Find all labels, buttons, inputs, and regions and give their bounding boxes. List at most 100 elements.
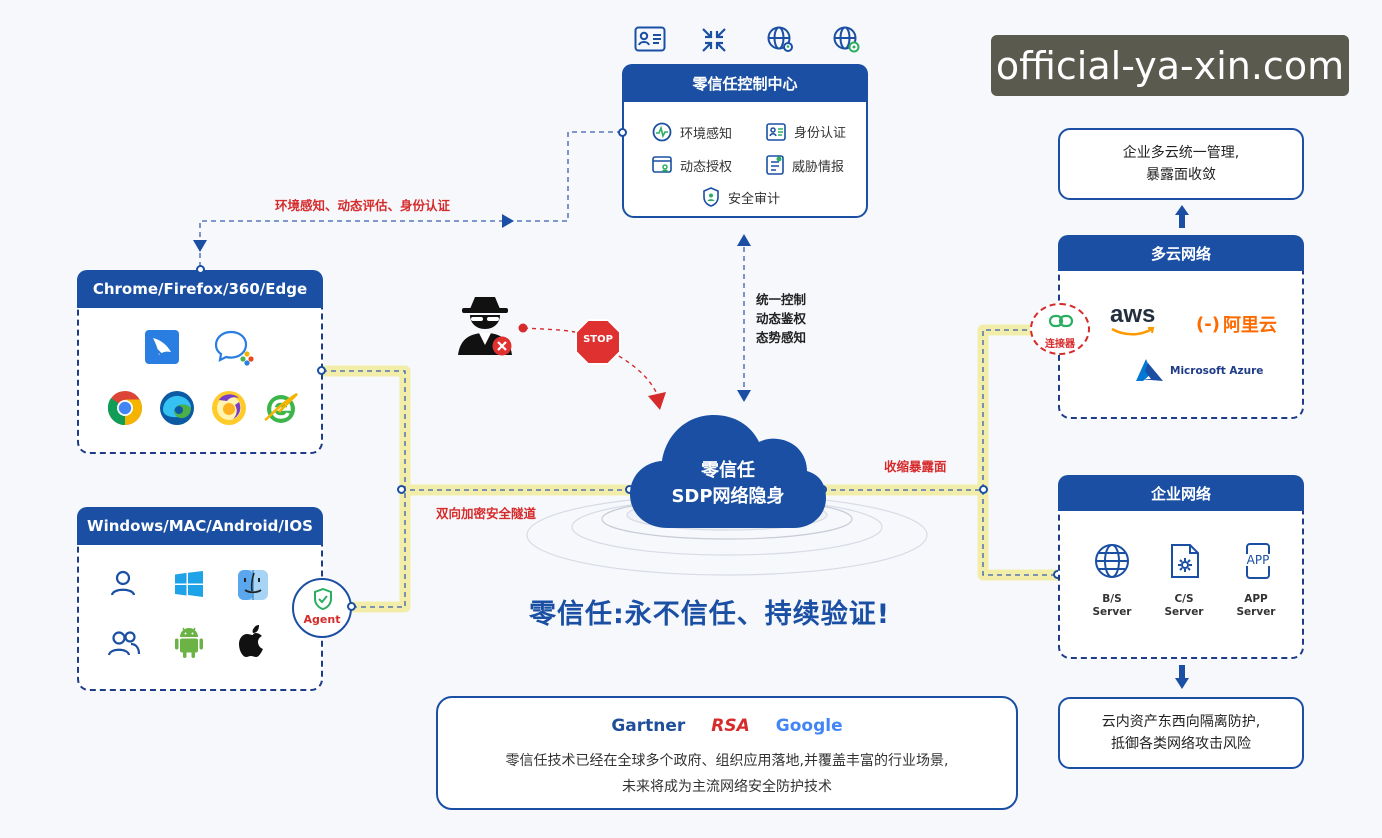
center-flow-label-1: 统一控制 — [756, 292, 807, 307]
agent-label: Agent — [303, 613, 341, 626]
gartner-logo: Gartner — [611, 716, 686, 736]
headline: 零信任:永不信任、持续验证! — [529, 599, 891, 630]
control-item-authorize: 动态授权 — [652, 155, 732, 175]
block-x-icon — [492, 336, 512, 356]
bottom-text-line1: 零信任技术已经在全球多个政府、组织应用落地,并覆盖丰富的行业场景, — [505, 753, 949, 769]
multicloud-summary-line1: 企业多云统一管理, — [1122, 145, 1240, 161]
control-item-label: 身份认证 — [794, 126, 847, 141]
control-item-label: 动态授权 — [680, 159, 733, 175]
id-card-icon — [766, 122, 786, 141]
azure-logo: Microsoft Azure — [1134, 359, 1263, 383]
bottom-info-box: Gartner RSA Google 零信任技术已经在全球多个政府、组织应用落地… — [436, 696, 1018, 810]
google-logo: Google — [775, 716, 843, 736]
android-icon — [173, 625, 205, 659]
os-panel-title: Windows/MAC/Android/IOS — [77, 507, 323, 545]
control-center-panel: 零信任控制中心 环境感知 身份认证 动态授权 威胁情报 安全审计 — [622, 64, 868, 218]
chat-app-icon — [213, 328, 257, 366]
control-center-title: 零信任控制中心 — [622, 64, 868, 102]
rsa-logo: RSA — [711, 716, 750, 736]
connector-node — [347, 602, 356, 611]
connector-node — [979, 485, 988, 494]
cloud-line2: SDP网络隐身 — [671, 486, 785, 507]
connector-node — [618, 128, 627, 137]
top-icons-row — [630, 22, 860, 56]
id-card-icon — [634, 26, 666, 52]
windows-icon — [175, 571, 203, 597]
server-name: C/S — [1174, 593, 1194, 605]
window-user-icon — [652, 155, 672, 175]
azure-icon — [1134, 359, 1164, 383]
shield-check-icon — [313, 588, 333, 610]
shield-user-icon — [702, 187, 720, 207]
aws-logo-text: aws — [1110, 301, 1156, 328]
svg-text:APP: APP — [1247, 553, 1270, 567]
feishu-icon — [145, 330, 179, 364]
control-item-audit: 安全审计 — [702, 187, 780, 207]
control-item-label: 安全审计 — [728, 191, 781, 207]
aliyun-bracket-icon: (-) — [1196, 313, 1220, 335]
os-panel: Windows/MAC/Android/IOS — [77, 507, 323, 691]
chrome-icon — [107, 390, 143, 426]
browser-panel-title: Chrome/Firefox/360/Edge — [77, 270, 323, 308]
sdp-cloud: 零信任 SDP网络隐身 — [628, 412, 828, 530]
partner-logos: Gartner RSA Google — [438, 716, 1016, 736]
server-app: APP Server — [1226, 593, 1286, 619]
connector-badge: 连接器 — [1030, 303, 1090, 355]
stop-sign: STOP — [575, 319, 621, 365]
browser-panel: Chrome/Firefox/360/Edge — [77, 270, 323, 454]
connector-node — [317, 366, 326, 375]
enterprise-summary-line1: 云内资产东西向隔离防护, — [1101, 714, 1261, 730]
settings-file-icon — [1170, 543, 1200, 579]
multicloud-title: 多云网络 — [1058, 235, 1304, 271]
control-item-threat: 威胁情报 — [766, 155, 844, 175]
link-icon — [1049, 313, 1073, 329]
pulse-icon — [652, 122, 672, 142]
edge-icon — [159, 390, 195, 426]
aws-logo: aws — [1110, 301, 1156, 336]
aliyun-logo: (-) 阿里云 — [1196, 311, 1277, 337]
apple-icon — [239, 625, 267, 657]
compress-arrows-icon — [700, 26, 728, 54]
multicloud-summary-line2: 暴露面收敛 — [1146, 167, 1216, 183]
azure-logo-text: Microsoft Azure — [1170, 365, 1264, 377]
globe-location-icon — [766, 25, 796, 55]
center-flow-label-3: 态势感知 — [756, 330, 807, 345]
globe-icon — [1094, 543, 1130, 579]
arrowheads — [193, 205, 1189, 689]
globe-settings-icon — [832, 25, 862, 55]
server-type: Server — [1092, 606, 1132, 618]
app-phone-icon: APP — [1240, 543, 1276, 579]
enterprise-summary-line2: 抵御各类网络攻击风险 — [1111, 736, 1251, 752]
shrink-label: 收缩暴露面 — [884, 459, 947, 474]
watermark: official-ya-xin.com — [991, 35, 1349, 96]
connector-label: 连接器 — [1045, 339, 1075, 350]
server-cs: C/S Server — [1154, 593, 1214, 619]
tunnel-label: 双向加密安全隧道 — [436, 506, 537, 521]
firefox-icon — [211, 390, 247, 426]
control-item-label: 威胁情报 — [792, 159, 845, 175]
control-item-label: 环境感知 — [680, 126, 733, 142]
server-type: Server — [1236, 606, 1276, 618]
stop-label: STOP — [583, 334, 613, 345]
agent-badge: Agent — [292, 578, 352, 638]
control-item-identity: 身份认证 — [766, 122, 846, 141]
multicloud-summary-box: 企业多云统一管理, 暴露面收敛 — [1058, 128, 1304, 200]
enterprise-summary-box: 云内资产东西向隔离防护, 抵御各类网络攻击风险 — [1058, 697, 1304, 769]
server-name: APP — [1244, 593, 1268, 605]
top-flow-label: 环境感知、动态评估、身份认证 — [275, 198, 451, 213]
multicloud-panel: 多云网络 aws (-) 阿里云 Microsoft Azure — [1058, 235, 1304, 419]
server-name: B/S — [1102, 593, 1122, 605]
bottom-text-line2: 未来将成为主流网络安全防护技术 — [622, 779, 832, 795]
enterprise-panel: 企业网络 APP B/S Server C/S Server APP Serve… — [1058, 475, 1304, 659]
ie-icon — [263, 390, 299, 426]
connector-node — [196, 265, 205, 274]
finder-icon — [237, 569, 269, 601]
tunnel-dashes — [322, 329, 1058, 608]
user-icon — [109, 569, 137, 597]
enterprise-title: 企业网络 — [1058, 475, 1304, 511]
control-item-env: 环境感知 — [652, 122, 732, 142]
connector-node — [397, 485, 406, 494]
center-flow-label-2: 动态鉴权 — [756, 311, 807, 326]
server-bs: B/S Server — [1082, 593, 1142, 619]
report-icon — [766, 155, 784, 175]
